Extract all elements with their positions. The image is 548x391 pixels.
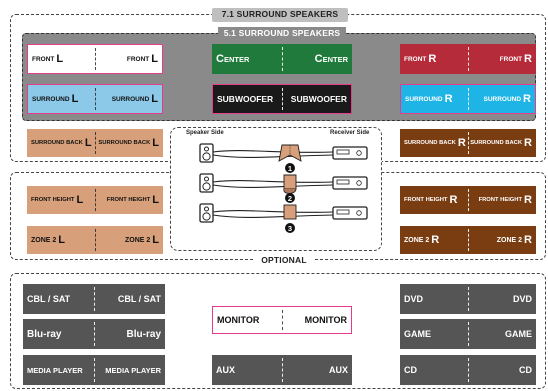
- step-number: 3: [288, 224, 292, 233]
- wire-label-wrap: [283, 174, 297, 190]
- receiver-knob: [356, 210, 362, 216]
- speaker-woofer: [202, 152, 211, 161]
- receiver-knob: [356, 150, 362, 156]
- surround-71-title: 7.1 SURROUND SPEAKERS: [212, 8, 348, 22]
- wire-label-wrapped: [283, 204, 297, 220]
- speaker-tweeter: [204, 176, 209, 182]
- receiver-side-label: Receiver Side: [330, 130, 370, 136]
- step-number-badge: [285, 223, 295, 233]
- game-label: GAME GAME: [400, 319, 536, 349]
- speaker-tweeter: [204, 206, 209, 212]
- speaker-wire: [212, 150, 334, 153]
- media-player-label: MEDIA PLAYER MEDIA PLAYER: [23, 355, 165, 385]
- surround-51-title: 5.1 SURROUND SPEAKERS: [218, 27, 346, 40]
- speaker-wire: [212, 184, 334, 189]
- receiver-icon: [332, 176, 368, 190]
- monitor-label: MONITOR MONITOR: [212, 306, 352, 334]
- subwoofer-label: SUBWOOFER SUBWOOFER: [212, 84, 352, 114]
- speaker-wire: [212, 214, 334, 219]
- step-number: 2: [288, 194, 292, 203]
- receiver-display: [336, 149, 350, 155]
- receiver-icon: [332, 206, 368, 220]
- optional-title: OPTIONAL: [255, 254, 313, 266]
- bluray-label: Blu-ray Blu-ray: [23, 319, 165, 349]
- step-number-badge: [285, 193, 295, 203]
- speaker-woofer: [202, 182, 211, 191]
- dvd-label: DVD DVD: [400, 284, 536, 314]
- connection-diagram: 1 2 3: [199, 143, 368, 233]
- receiver-icon: [332, 146, 368, 160]
- aux-label: AUX AUX: [212, 355, 352, 385]
- speaker-side-label: Speaker Side: [186, 130, 224, 136]
- cbl-sat-label: CBL / SAT CBL / SAT: [23, 284, 165, 314]
- speaker-wire: [212, 154, 334, 159]
- receiver-knob: [356, 180, 362, 186]
- speaker-tweeter: [204, 146, 209, 152]
- step-number: 1: [288, 164, 292, 173]
- step-number-badge: [285, 163, 295, 173]
- speaker-wire: [212, 180, 334, 183]
- receiver-display: [336, 209, 350, 215]
- speaker-wire: [212, 210, 334, 213]
- receiver-display: [336, 179, 350, 185]
- devices-frame: [10, 273, 546, 389]
- speaker-woofer: [202, 212, 211, 221]
- cd-label: CD CD: [400, 355, 536, 385]
